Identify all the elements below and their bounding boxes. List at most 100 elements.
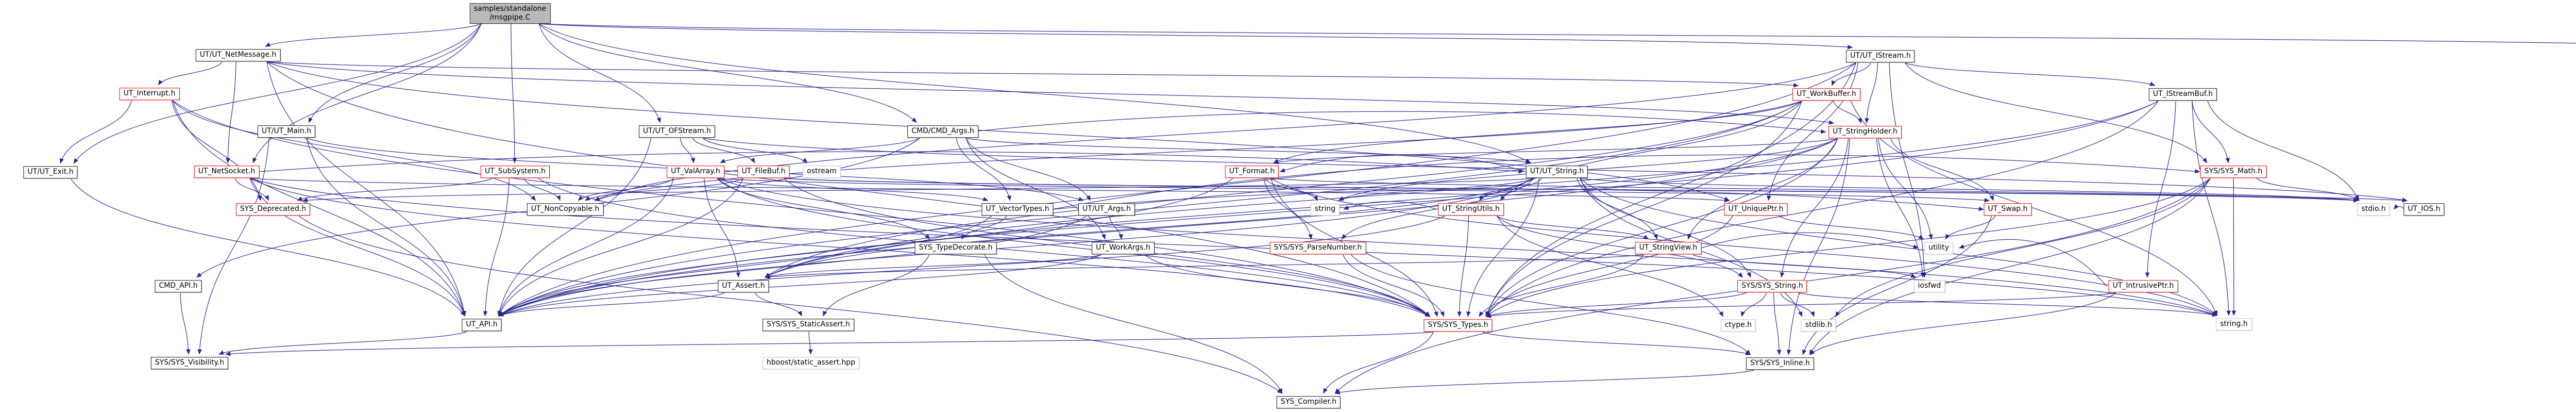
include-edge-parsenumber--sysinline: [1350, 254, 1751, 355]
graph-node-format[interactable]: UT_Format.h: [1225, 166, 1279, 178]
graph-node-workargs[interactable]: UT_WorkArgs.h: [1092, 242, 1155, 254]
include-edge-utstring--systypes: [1466, 178, 1540, 317]
include-edge-root--istream: [538, 23, 1853, 50]
include-edge-workbuffer--stringh: [1851, 101, 2218, 316]
include-edge-utstring--assert: [765, 178, 1534, 278]
include-edge-sysmath--stdlibh: [1835, 178, 2211, 317]
graph-node-cmdargs[interactable]: CMD/CMD_Args.h: [907, 125, 978, 138]
include-edge-cmdargs--valarray: [720, 138, 920, 163]
include-edge-netmessage--workbuffer: [266, 61, 1799, 88]
include-edge-istream--istreambuf: [1905, 62, 2156, 86]
graph-node-stringutils[interactable]: UT_StringUtils.h: [1438, 203, 1504, 216]
include-edge-valarray--assert: [704, 178, 741, 278]
graph-node-stringholder[interactable]: UT_StringHolder.h: [1828, 126, 1902, 138]
include-edge-uniqueptr--utility: [1778, 216, 1924, 240]
graph-node-systypes[interactable]: SYS/SYS_Types.h: [1423, 319, 1493, 332]
include-edge-istreambuf--stringh: [2192, 101, 2231, 316]
graph-node-root: samples/standalone /msgpipe.C: [469, 3, 551, 24]
graph-node-valarray[interactable]: UT_ValArray.h: [667, 166, 724, 178]
include-edge-sysstring--stringh: [1798, 292, 2218, 317]
graph-node-stdioh: stdio.h: [2357, 203, 2390, 216]
graph-node-staticassert[interactable]: SYS/SYS_StaticAssert.h: [762, 319, 854, 331]
include-edge-valarray--typedecorate: [717, 178, 930, 240]
graph-node-stringview[interactable]: UT_StringView.h: [1635, 242, 1702, 254]
graph-node-parsenumber[interactable]: SYS/SYS_ParseNumber.h: [1269, 242, 1366, 254]
include-edge-netmessage--stringholder: [266, 61, 1835, 125]
graph-node-utapi[interactable]: UT_API.h: [462, 319, 502, 331]
graph-node-netsocket[interactable]: UT_NetSocket.h: [194, 166, 260, 178]
include-edge-stringview--iosfwd: [1692, 254, 1917, 278]
include-edge-stringview--systypes: [1479, 254, 1644, 317]
graph-node-ofstream[interactable]: UT/UT_OFStream.h: [638, 125, 716, 138]
include-edge-root--subsystem: [511, 23, 517, 163]
include-edge-exit--utapi: [71, 178, 466, 317]
graph-node-swap[interactable]: UT_Swap.h: [1984, 203, 2032, 216]
include-edge-stringutils--utapi: [498, 216, 1445, 317]
graph-node-deprecated[interactable]: SYS_Deprecated.h: [235, 203, 311, 216]
include-edge-systypes--sysinline: [1482, 332, 1751, 355]
graph-node-stringh: string.h: [2216, 318, 2252, 331]
graph-node-netmessage[interactable]: UT/UT_NetMessage.h: [195, 49, 281, 61]
graph-node-assert[interactable]: UT_Assert.h: [718, 280, 769, 292]
graph-node-sysstring[interactable]: SYS/SYS_String.h: [1737, 280, 1807, 292]
graph-node-main[interactable]: UT/UT_Main.h: [257, 125, 316, 138]
include-edge-stringholder--swap: [1890, 138, 1994, 201]
include-edge-utapi--visibility: [218, 331, 467, 355]
include-edge-cmdargs--workargs: [965, 138, 1106, 240]
graph-node-filebuf[interactable]: UT_FileBuf.h: [737, 166, 790, 178]
include-edge-stringholder--systypes: [1485, 138, 1838, 317]
graph-node-exit[interactable]: UT/UT_Exit.h: [23, 166, 78, 178]
include-edge-valarray--vectortypes: [717, 178, 989, 201]
include-edge-valarray--systypes: [717, 178, 1431, 317]
graph-node-interrupt[interactable]: UT_Interrupt.h: [119, 88, 180, 100]
graph-node-utargs[interactable]: UT/UT_Args.h: [1078, 203, 1135, 216]
include-edge-interrupt--systypes: [172, 100, 1431, 317]
graph-node-istream[interactable]: UT/UT_IStream.h: [1846, 50, 1915, 62]
graph-node-sysinline[interactable]: SYS/SYS_Inline.h: [1746, 357, 1814, 370]
graph-node-cmdapi[interactable]: CMD_API.h: [155, 280, 202, 292]
include-edge-istream--systypes: [1485, 62, 1856, 317]
include-edge-typedecorate--staticassert: [823, 254, 930, 317]
include-edge-utstring--stdioh: [1580, 178, 2359, 203]
include-edge-istream--iosfwd: [1889, 62, 1927, 278]
include-edge-netmessage--utapi: [266, 61, 466, 317]
include-edge-stringholder--iosfwd: [1876, 138, 1925, 278]
graph-node-vectortypes[interactable]: UT_VectorTypes.h: [981, 203, 1054, 216]
graph-node-workbuffer[interactable]: UT_WorkBuffer.h: [1792, 88, 1860, 101]
graph-node-sysmath[interactable]: SYS/SYS_Math.h: [2200, 166, 2267, 178]
include-edge-interrupt--noncopyable: [172, 100, 536, 201]
include-edge-stringview--assert: [765, 254, 1644, 279]
include-edge-ofstream--ostream: [703, 138, 808, 163]
graph-node-subsystem[interactable]: UT_SubSystem.h: [481, 166, 550, 178]
graph-node-visibility[interactable]: SYS/SYS_Visibility.h: [150, 357, 229, 369]
graph-node-typedecorate[interactable]: SYS_TypeDecorate.h: [914, 242, 997, 254]
graph-node-istreambuf[interactable]: UT_IStreamBuf.h: [2148, 88, 2217, 101]
include-edge-root--exit: [73, 23, 482, 164]
include-edge-format--utapi: [498, 178, 1233, 317]
include-edge-cmdapi--visibility: [180, 292, 191, 355]
include-edge-utstring--format: [1279, 154, 1527, 173]
graph-node-noncopyable[interactable]: UT_NonCopyable.h: [527, 203, 604, 216]
include-edge-typedecorate--compiler: [984, 254, 1283, 394]
graph-node-iosfwd: iosfwd: [1913, 280, 1945, 292]
graph-node-uniqueptr[interactable]: UT_UniquePtr.h: [1724, 203, 1788, 216]
include-edge-main--utapi: [306, 138, 466, 317]
graph-node-compiler[interactable]: SYS_Compiler.h: [1276, 396, 1341, 408]
include-edge-istream--sysmath: [1905, 62, 2208, 163]
include-edge-netmessage--interrupt: [158, 61, 223, 86]
include-edge-root--utstring: [538, 23, 1531, 163]
include-edge-sysmath--stringh: [2231, 178, 2236, 316]
include-edge-root--cmdargs: [538, 23, 917, 123]
graph-node-intrusiveptr[interactable]: UT_IntrusivePtr.h: [2108, 280, 2178, 292]
include-edge-utstring--stringview: [1577, 178, 1658, 240]
graph-node-utstring[interactable]: UT/UT_String.h: [1526, 166, 1588, 178]
include-edge-sysstring--ctypeh: [1740, 292, 1767, 317]
graph-node-utios[interactable]: UT_IOS.h: [2403, 203, 2445, 216]
include-edge-main--visibility: [197, 138, 269, 355]
include-edge-format--stdstring: [1265, 178, 1318, 201]
include-edge-stringholder--sysstring: [1780, 138, 1849, 278]
include-edge-subsystem--noncopyable: [523, 178, 561, 201]
include-edge-sysstring--sysinline: [1773, 292, 1782, 355]
